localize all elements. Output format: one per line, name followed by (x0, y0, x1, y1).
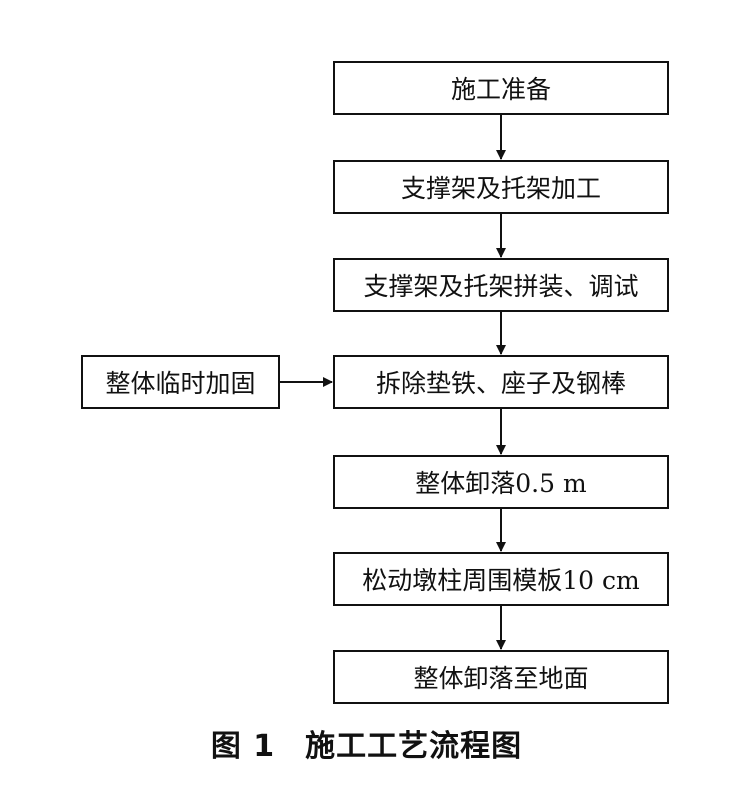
side-step-label: 整体临时加固 (105, 369, 256, 398)
step-7-box: 整体卸落至地面 (333, 650, 669, 704)
step-4-label: 拆除垫铁、座子及钢棒 (375, 369, 626, 398)
step-1-label: 施工准备 (450, 75, 551, 104)
step-6-label: 松动墩柱周围模板10 cm (362, 566, 640, 595)
figure-title: 施工工艺流程图 (305, 729, 523, 764)
figure-caption: 图 1 施工工艺流程图 (0, 721, 733, 765)
step-5-box: 整体卸落0.5 m (333, 455, 669, 509)
figure-number: 图 1 (210, 729, 276, 764)
step-3-label: 支撑架及托架拼装、调试 (363, 272, 639, 301)
step-3-box: 支撑架及托架拼装、调试 (333, 258, 669, 312)
step-2-label: 支撑架及托架加工 (400, 174, 601, 203)
step-7-label: 整体卸落至地面 (413, 664, 589, 693)
step-4-box: 拆除垫铁、座子及钢棒 (333, 355, 669, 409)
step-2-box: 支撑架及托架加工 (333, 160, 669, 214)
step-5-label: 整体卸落0.5 m (415, 469, 587, 498)
step-1-box: 施工准备 (333, 61, 669, 115)
side-step-box: 整体临时加固 (81, 355, 280, 409)
step-6-box: 松动墩柱周围模板10 cm (333, 552, 669, 606)
